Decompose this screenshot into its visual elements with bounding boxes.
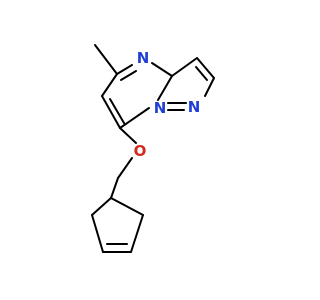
bond-c7-o: [119, 127, 137, 144]
bond-ch2-ring: [110, 177, 119, 199]
atom-o-ether: O: [134, 142, 147, 160]
bond-c6-c7-double: [109, 98, 125, 124]
bond-c2-c3: [130, 214, 144, 253]
bond-c4-c5: [91, 214, 104, 253]
atom-n-bridge: N: [154, 99, 167, 117]
bond-c6-c7: [101, 95, 121, 129]
molecule-structure: N N N O: [91, 44, 215, 253]
bond-c3-c2: [196, 57, 215, 79]
bond-c5-c1: [91, 197, 112, 216]
pyrimidine-ring: [101, 62, 173, 144]
bond-c2-n1: [204, 77, 215, 97]
bond-c3a-c3: [171, 57, 198, 77]
bond-o-ch2: [117, 157, 133, 179]
bond-methyl: [94, 44, 118, 75]
bond-c5-n4-a: [116, 64, 133, 75]
bond-n4-c3a: [151, 62, 173, 77]
bond-c5-c6: [101, 73, 118, 97]
bond-c1-c2: [110, 197, 144, 216]
bond-c3-c2-double: [195, 66, 208, 81]
cyclopentene-ring: [91, 197, 144, 253]
bond-c3a-n-bridge: [157, 75, 173, 101]
pyrazole-ring: [167, 57, 215, 111]
atom-n-pyrimidine: N: [137, 49, 150, 67]
bond-c7-n-bridge: [119, 107, 150, 129]
bond-c5-n4-b: [120, 70, 137, 81]
atom-n-pyrazole: N: [188, 98, 201, 116]
